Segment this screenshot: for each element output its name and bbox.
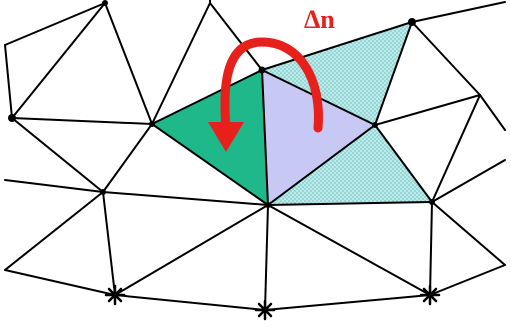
star-vertex [419,284,441,306]
triangle-purple [262,70,375,205]
vertex [429,199,435,205]
vertex [149,121,155,127]
star-vertex [104,284,126,306]
vertex [8,114,16,122]
boundary-star-vertices [104,284,441,321]
vertex [102,0,108,6]
delta-n-label: Δn [304,5,335,34]
vertex [258,66,266,74]
mesh-vertices [8,0,435,208]
mesh-edges [4,0,506,311]
vertex [100,189,106,195]
vertex [265,202,271,208]
vertex [372,122,378,128]
flip-arrow-head [208,122,244,152]
flip-arrow [208,37,323,152]
vertex [408,18,416,26]
star-vertex [254,299,276,321]
triangle-top-cyan [262,22,412,125]
flip-arrow-body [220,37,323,133]
triangle-green [152,70,268,205]
triangle-bottom-cyan [268,125,432,205]
